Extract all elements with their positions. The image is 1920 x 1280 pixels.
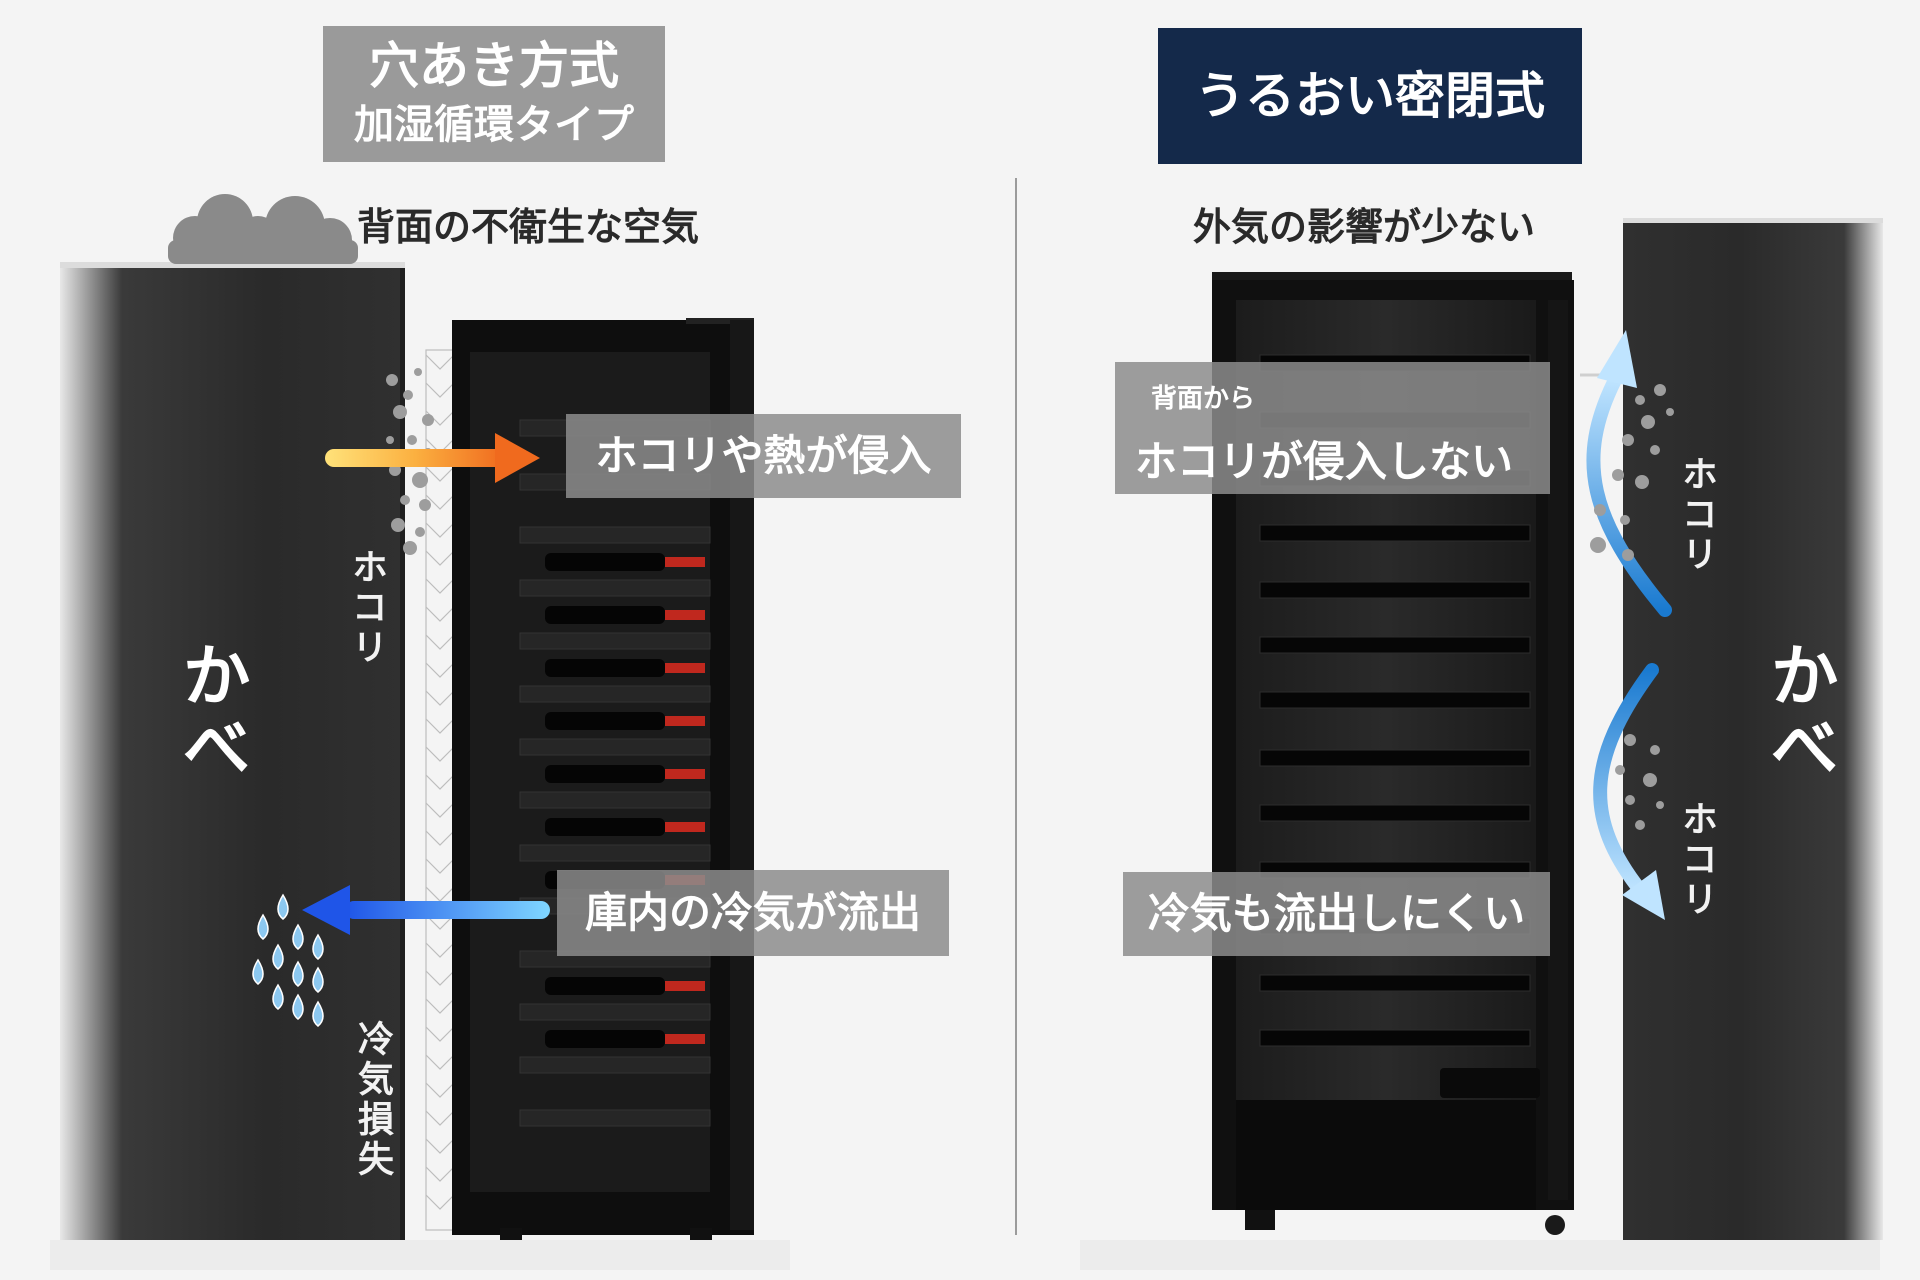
- dust-particles-right: [1590, 384, 1674, 830]
- heat-intrusion-arrow: [325, 433, 540, 483]
- left-subtitle: 背面の不衛生な空気: [357, 205, 700, 249]
- right-wall-label: かべ: [1758, 640, 1837, 784]
- right-title: うるおい密閉式: [1195, 67, 1545, 125]
- callout-cold-out-text: 庫内の冷気が流出: [584, 888, 921, 937]
- cold-air-outflow-arrow: [302, 885, 550, 935]
- callout-cold-out: 庫内の冷気が流出: [557, 870, 949, 956]
- callout-cold-retained-text: 冷気も流出しにくい: [1147, 889, 1526, 938]
- callout-no-dust: 背面から ホコリが侵入しない: [1115, 362, 1550, 494]
- left-wall-label: かべ: [170, 640, 249, 784]
- left-dust-label: ホコリ: [346, 548, 387, 668]
- left-title-sub: 加湿循環タイプ: [354, 102, 634, 148]
- callout-no-dust-main: ホコリが侵入しない: [1135, 437, 1514, 486]
- left-title-badge: 穴あき方式 加湿循環タイプ: [323, 26, 665, 162]
- airflow-arrow-top: [1586, 330, 1672, 617]
- callout-dust-heat: ホコリや熱が侵入: [566, 414, 961, 498]
- callout-no-dust-small: 背面から: [1151, 384, 1256, 414]
- right-dust-label-bottom: ホコリ: [1676, 800, 1717, 920]
- dust-particles-left: [386, 368, 434, 555]
- callout-cold-retained: 冷気も流出しにくい: [1123, 872, 1550, 956]
- airflow-arrow-bottom: [1593, 663, 1665, 920]
- right-subtitle: 外気の影響が少ない: [1193, 205, 1536, 249]
- left-cold-loss-label: 冷気損失: [352, 1020, 393, 1180]
- cloud-icon: [168, 194, 358, 264]
- right-title-badge: うるおい密閉式: [1158, 28, 1582, 164]
- callout-dust-heat-text: ホコリや熱が侵入: [595, 431, 932, 480]
- left-title-main: 穴あき方式: [369, 37, 619, 95]
- droplets-icon: [252, 893, 324, 1027]
- right-dust-label-top: ホコリ: [1676, 455, 1717, 575]
